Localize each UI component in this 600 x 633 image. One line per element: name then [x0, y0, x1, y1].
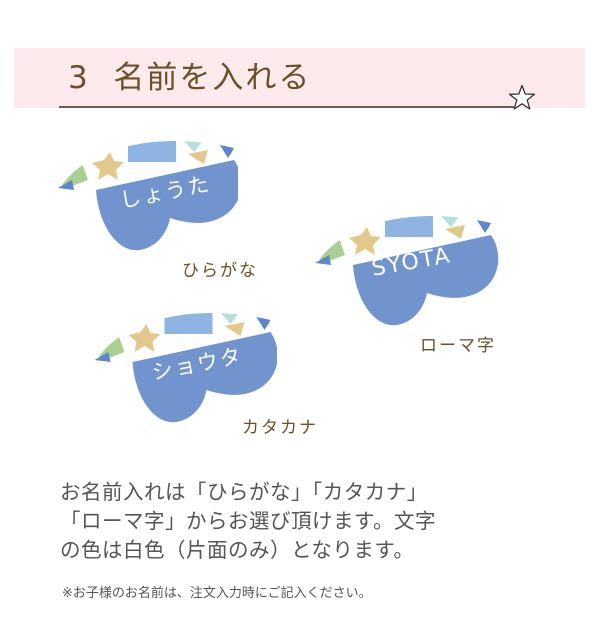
description-paragraph: お名前入れは「ひらがな」「カタカナ」 「ローマ字」からお選び頂けます。文字 の色…: [60, 478, 550, 565]
description-line: お名前入れは「ひらがな」「カタカナ」: [60, 480, 428, 504]
description-line: 「ローマ字」からお選び頂けます。文字: [60, 509, 436, 533]
name-tag-hiragana: しょうた: [58, 130, 238, 255]
name-tag-katakana: ショウタ: [92, 302, 277, 427]
description-line: の色は白色（片面のみ）となります。: [60, 538, 415, 562]
caption-katakana: カタカナ: [242, 418, 318, 438]
name-tag-shape: [94, 312, 277, 423]
name-tag-romaji: SYOTA: [310, 205, 500, 330]
caption-romaji: ローマ字: [420, 336, 496, 356]
order-note: ※お子様のお名前は、注文入力時にご記入ください。: [62, 586, 372, 601]
title-underline: [59, 106, 514, 108]
caption-hiragana: ひらがな: [182, 261, 258, 281]
name-tag-shape: [315, 215, 499, 326]
section-title: 3 名前を入れる: [68, 60, 312, 96]
section-header-band: [14, 48, 585, 108]
name-tag-shape: [58, 140, 238, 251]
star-outline-icon: [508, 84, 536, 110]
